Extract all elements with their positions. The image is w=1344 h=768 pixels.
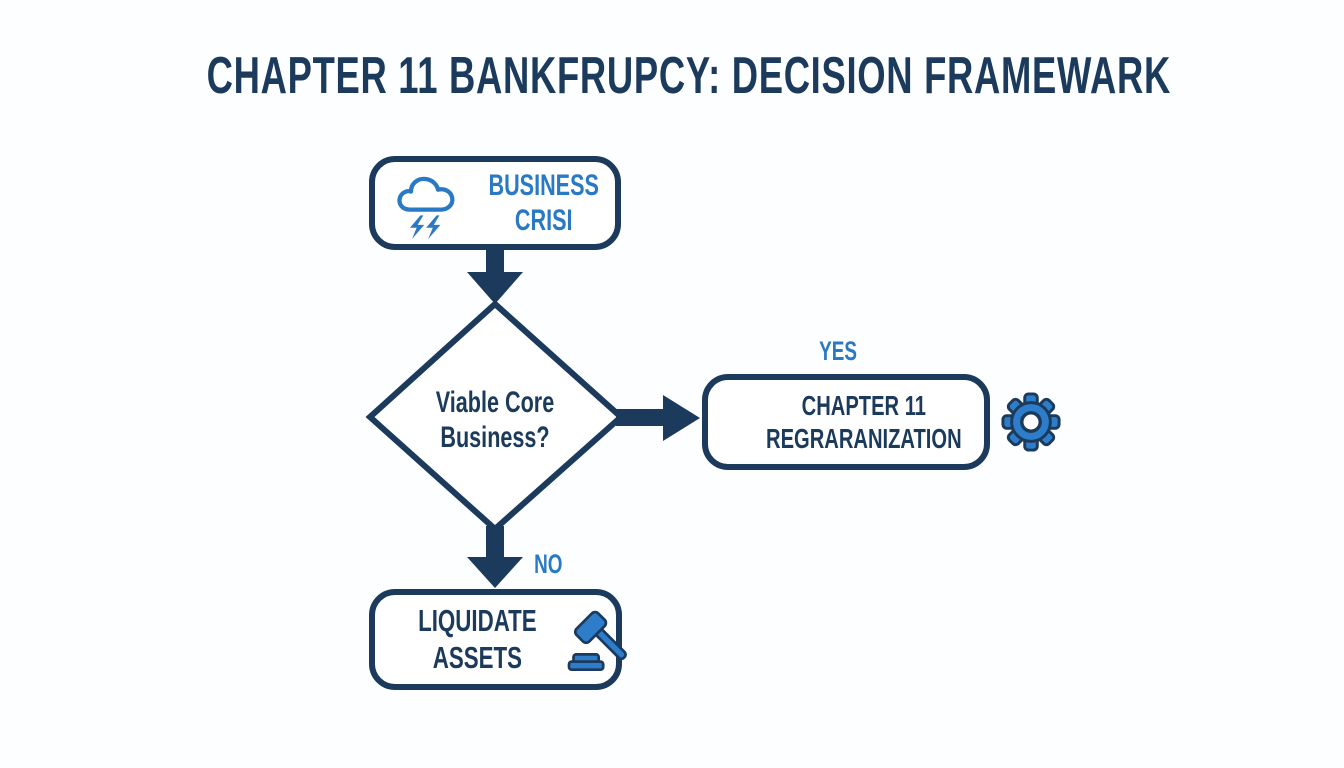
outcome-node-liquidate: LIQUIDATE ASSETS: [369, 589, 627, 690]
gavel-icon: [560, 603, 632, 677]
start-node-line2: CRISI: [514, 204, 573, 237]
reorganize-node-label: CHAPTER 11 REGRARANIZATION: [766, 389, 962, 455]
reorganize-line1: CHAPTER 11: [801, 389, 927, 421]
arrow-down-start-to-decision: [467, 247, 523, 304]
arrow-down-decision-to-liquidate: [467, 526, 523, 588]
start-node-line1: BUSINESS: [488, 168, 599, 202]
gear-icon: [1000, 391, 1062, 453]
no-branch-label: NO: [533, 549, 563, 579]
page-title: CHAPTER 11 BANKFRUPCY: DECISION FRAMEWAR…: [206, 47, 1172, 105]
decision-line2: Business?: [440, 420, 550, 454]
liquidate-line2: ASSETS: [432, 639, 523, 675]
arrow-right-decision-to-reorganize: [616, 395, 700, 441]
start-node-business-crisis: BUSINESS CRISI: [369, 156, 621, 250]
storm-cloud-icon: [391, 164, 467, 242]
start-node-label: BUSINESS CRISI: [488, 168, 598, 239]
liquidate-line1: LIQUIDATE: [418, 602, 537, 638]
page-title-wrap: CHAPTER 11 BANKFRUPCY: DECISION FRAMEWAR…: [0, 46, 1344, 106]
decision-node-label: Viable Core Business?: [423, 386, 567, 456]
decision-line1: Viable Core: [435, 386, 555, 419]
yes-branch-label: YES: [819, 336, 857, 366]
liquidate-node-label: LIQUIDATE ASSETS: [418, 603, 537, 676]
reorganize-line2: REGRARANIZATION: [766, 423, 962, 454]
outcome-node-reorganize: CHAPTER 11 REGRARANIZATION: [702, 374, 1061, 470]
